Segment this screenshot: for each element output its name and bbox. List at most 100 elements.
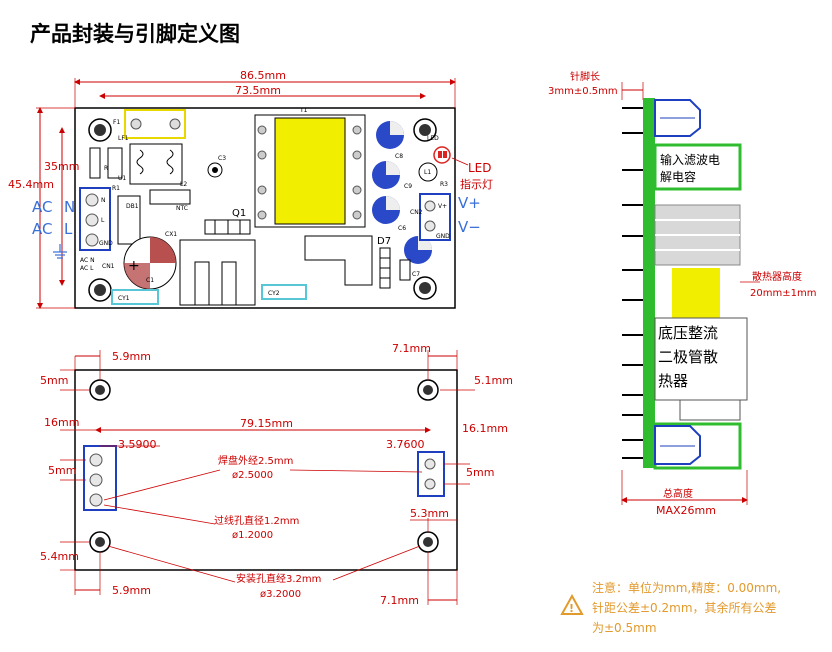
dim-left-hole-y-top: 5mm [40, 374, 68, 387]
dim-16-right: 16.1mm [462, 422, 508, 435]
silk-c8: C8 [395, 153, 403, 160]
rect-label-line3: 热器 [658, 372, 688, 390]
silk-ntc: NTC [176, 205, 188, 212]
heatsink-primary [179, 239, 256, 306]
pin-gnd2-label: GND [436, 233, 450, 240]
silk-c9: C9 [404, 183, 412, 190]
heatsink-secondary [304, 235, 373, 286]
l-label: L [64, 220, 73, 238]
svg-text:!: ! [569, 602, 574, 615]
rect-label-line2: 二极管散 [658, 348, 718, 366]
dim-right-hole-x-bottom: 7.1mm [380, 594, 419, 607]
cn1-label: CN1 [102, 263, 115, 270]
dim-right-bottom-x: 5.3mm [410, 507, 449, 520]
silk-r1: R1 [112, 185, 120, 192]
dim-pin-span: 79.15mm [240, 417, 293, 430]
led-label: LED [468, 161, 492, 175]
side-view: 针脚长 3mm±0.5mm 输入滤波电 解电容 散热器高度 20mm±1 [548, 70, 816, 517]
dim-inner-width: 73.5mm [235, 84, 281, 97]
dim-left-bottom-y: 5.4mm [40, 550, 79, 563]
led-cn-label: 指示灯 [460, 177, 493, 191]
dim-16-left: 16mm [44, 416, 79, 429]
dim-right-pin-x: 3.7600 [386, 438, 425, 451]
note-block: ! 注意：单位为mm,精度：0.00mm, 针距公差±0.2mm，其余所有公差 … [560, 580, 781, 635]
pin-n-label: N [101, 197, 106, 204]
mount-label: 安装孔直经3.2mm [236, 572, 321, 585]
d7-label: D7 [377, 236, 391, 247]
rect-label-line1: 底压整流 [658, 324, 718, 342]
top-view: 86.5mm 73.5mm 45.4mm 35mm N L GND CN1 AC… [8, 69, 493, 309]
silk-cy2: CY2 [268, 290, 280, 297]
bottom-view: 5.9mm 7.1mm 5mm 5.1mm 79.15mm 16mm 16.1m… [40, 342, 513, 607]
pin-vplus-label: V+ [438, 203, 447, 210]
ac-l-label: AC [32, 220, 52, 238]
heatsink-label: 散热器高度 [752, 270, 802, 283]
note-line1: 注意：单位为mm,精度：0.00mm, [592, 580, 781, 595]
via-label: 过线孔直径1.2mm [214, 514, 299, 527]
note-line3: 为±0.5mm [592, 621, 657, 635]
heatsink-value: 20mm±1mm [750, 288, 816, 299]
total-height-value: MAX26mm [656, 504, 716, 517]
dim-right-hole-x-top: 7.1mm [392, 342, 431, 355]
pad-outer-value: ø2.5000 [232, 470, 273, 481]
bridge-rectifier [117, 195, 141, 245]
dim-left-hole-x-bottom: 5.9mm [112, 584, 151, 597]
silk-u1: U1 [118, 175, 126, 182]
common-mode-choke [129, 143, 183, 185]
silk-led: LED [427, 135, 439, 142]
pin-len-value: 3mm±0.5mm [548, 86, 618, 97]
pad-outer-label: 焊盘外经2.5mm [218, 454, 293, 467]
pin-l-label: L [101, 217, 105, 224]
v-plus-label: V+ [458, 194, 481, 212]
cn2-label: CN2 [410, 209, 423, 216]
side-rectifier-heatsink [654, 317, 748, 401]
total-height-label: 总高度 [663, 487, 693, 500]
dim-total-width: 86.5mm [240, 69, 286, 82]
silk-cy1: CY1 [118, 295, 130, 302]
pin-len-label: 针脚长 [570, 70, 600, 83]
silk-t1: T1 [299, 107, 308, 114]
via-value: ø1.2000 [232, 530, 273, 541]
plus-icon: + [128, 258, 140, 274]
ac-n-label: AC [32, 198, 52, 216]
side-terminal-bottom [654, 425, 701, 465]
silk-l2: L2 [180, 181, 187, 188]
dim-pin-pitch-right: 5mm [466, 466, 494, 479]
bottom-pcb-outline [74, 369, 458, 571]
side-input-capacitor [653, 143, 742, 191]
dim-right-hole-y-top: 5.1mm [474, 374, 513, 387]
silk-f1: F1 [113, 119, 120, 126]
silk-cx1: CX1 [165, 231, 177, 238]
silk-l1: L1 [424, 169, 431, 176]
silk-lf1: LF1 [118, 135, 129, 142]
dim-pin-pitch-left: 5mm [48, 464, 76, 477]
silk-db1: DB1 [126, 203, 139, 210]
silk-r3: R3 [440, 181, 448, 188]
fuse-area-box [124, 109, 186, 139]
silk-c7: C7 [412, 271, 420, 278]
q1-label: Q1 [232, 208, 246, 219]
silk-c6: C6 [398, 225, 406, 232]
cap-label-line2: 解电容 [660, 169, 696, 184]
note-line2: 针距公差±0.2mm，其余所有公差 [592, 600, 777, 615]
cy1-box [111, 289, 159, 305]
silk-c1: C1 [146, 277, 154, 284]
n-label: N [64, 198, 75, 216]
cy2-box [261, 284, 307, 300]
mount-value: ø3.2000 [260, 589, 301, 600]
silk-c3: C3 [218, 155, 226, 162]
v-minus-label: V− [458, 218, 481, 236]
dim-left-hole-x-top: 5.9mm [112, 350, 151, 363]
dim-height-35: 35mm [44, 160, 79, 173]
output-terminal-cn2 [419, 193, 451, 241]
cap-label-line1: 输入滤波电 [660, 152, 720, 167]
silk-acl: AC L [80, 265, 94, 272]
dim-left-pin-x: 3.5900 [118, 438, 157, 451]
side-pins [622, 107, 643, 459]
side-transformer [672, 268, 720, 318]
silk-acn: AC N [80, 257, 95, 264]
page-title: 产品封装与引脚定义图 [30, 22, 240, 46]
pin-gnd-label: GND [99, 240, 113, 247]
side-pcb-board [643, 98, 655, 468]
